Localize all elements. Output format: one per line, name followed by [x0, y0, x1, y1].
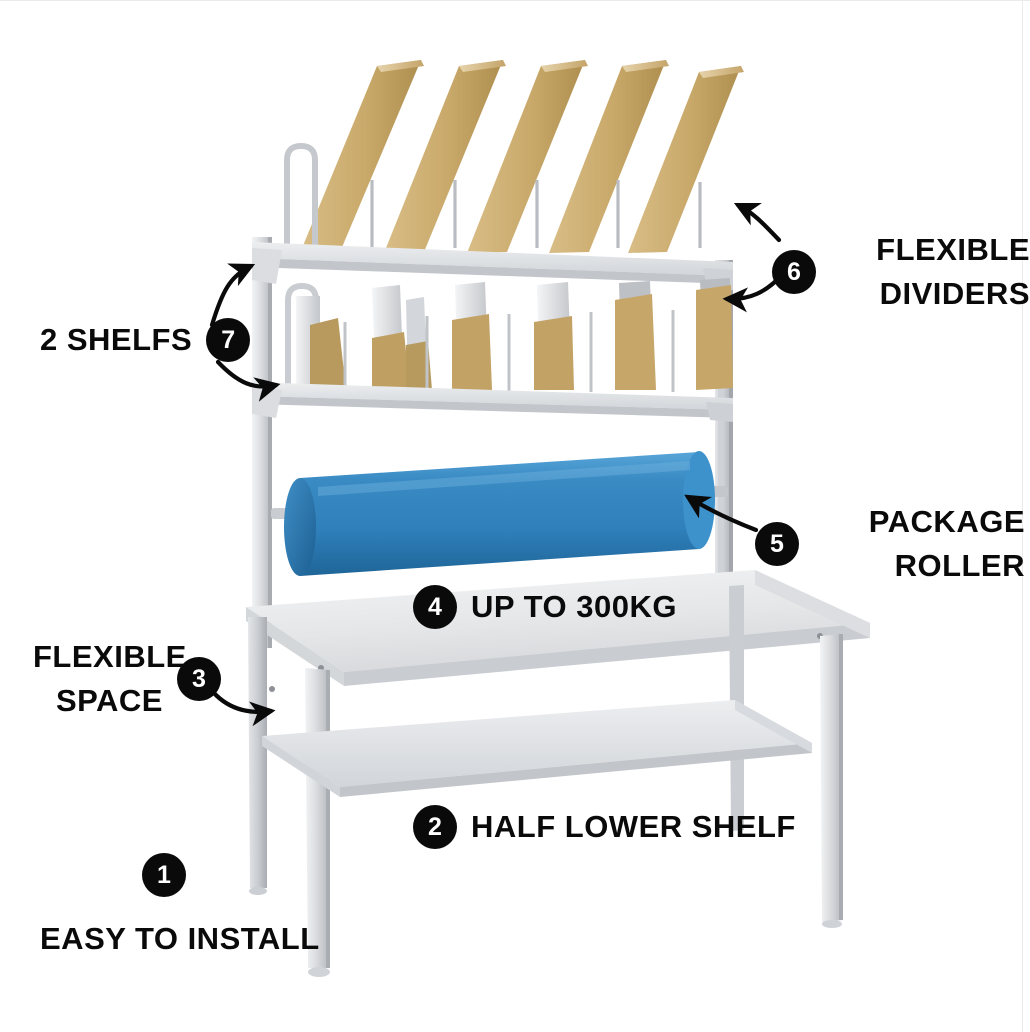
top-shelf-wire-dividers — [370, 180, 702, 248]
top-shelf — [252, 60, 744, 290]
callout-7-label: 2 SHELFS — [40, 322, 193, 357]
callout-2-half-lower-shelf[interactable]: 2 HALF LOWER SHELF — [413, 805, 796, 849]
callout-3-label: FLEXIBLE SPACE — [33, 639, 187, 719]
callout-2-badge[interactable]: 2 — [413, 805, 457, 849]
top-shelf-wire-loop — [284, 142, 318, 246]
callout-5-package-roller[interactable]: 5 PACKAGE ROLLER — [755, 500, 1025, 588]
callout-4-label: UP TO 300KG — [471, 589, 677, 624]
top-shelf-cardboard-sheets — [300, 60, 744, 259]
callout-7-two-shelfs[interactable]: 2 SHELFS 7 — [40, 318, 251, 362]
second-shelf-items — [285, 278, 733, 390]
callout-6-flexible-dividers[interactable]: 6 FLEXIBLE DIVIDERS — [772, 228, 1030, 316]
page-edge-right — [1022, 0, 1023, 1032]
callout-5-label: PACKAGE ROLLER — [868, 504, 1025, 584]
callout-2-label: HALF LOWER SHELF — [471, 809, 796, 844]
second-shelf-board — [252, 382, 733, 410]
callout-1-badge[interactable]: 1 — [142, 853, 186, 897]
callout-7-badge[interactable]: 7 — [206, 318, 251, 362]
callout-1-label: EASY TO INSTALL — [40, 921, 320, 956]
callout-6-label: FLEXIBLE DIVIDERS — [876, 232, 1030, 312]
page-edge-top — [0, 0, 1030, 1]
callout-4-badge[interactable]: 4 — [413, 585, 457, 629]
half-lower-shelf — [262, 700, 812, 797]
callout-6-badge[interactable]: 6 — [772, 250, 816, 295]
second-shelf-wire-dividers — [343, 310, 675, 392]
callout-1-easy-to-install[interactable]: 1 EASY TO INSTALL — [40, 853, 320, 961]
callout-4-up-to-300kg[interactable]: 4 UP TO 300KG — [413, 585, 677, 629]
top-shelf-board — [252, 242, 733, 276]
second-shelf — [252, 278, 733, 422]
callout-3-flexible-space[interactable]: FLEXIBLE SPACE 3 — [33, 635, 221, 723]
worktop-surface — [246, 570, 870, 672]
roller-body — [300, 452, 699, 576]
callout-5-badge[interactable]: 5 — [755, 522, 799, 567]
callout-3-badge[interactable]: 3 — [177, 657, 221, 702]
package-roller — [271, 451, 728, 576]
